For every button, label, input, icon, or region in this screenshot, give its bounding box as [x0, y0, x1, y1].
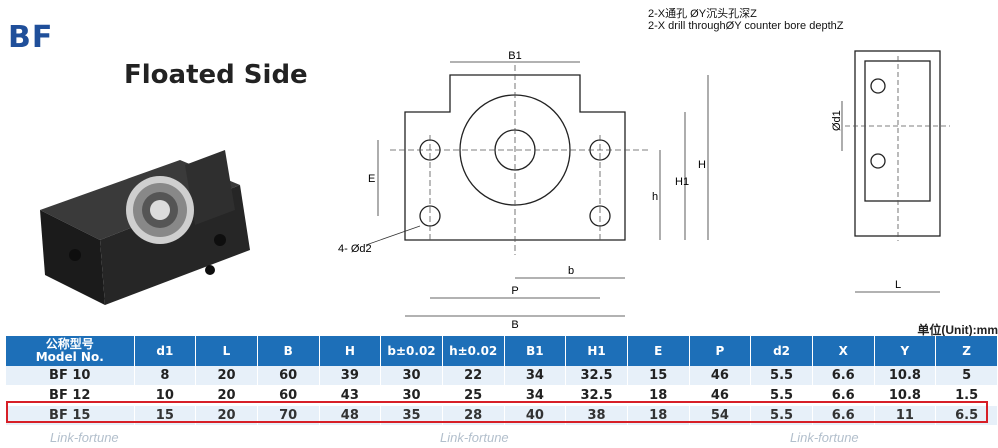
col-h-tol-header: h±0.02 [442, 336, 505, 366]
col-d1-header: d1 [134, 336, 197, 366]
note-line-en: 2-X drill throughØY counter bore depthZ [648, 20, 844, 32]
dim-d1: Ød1 [831, 110, 843, 131]
col-z-header: Z [935, 336, 998, 366]
cell: 54 [689, 405, 752, 426]
col-d2-header: d2 [750, 336, 813, 366]
col-h-header: H [319, 336, 382, 366]
cell: 40 [504, 405, 567, 426]
cell: 20 [195, 366, 258, 386]
cell: 32.5 [565, 366, 628, 386]
watermark: Link-fortune [790, 430, 859, 445]
dim-l: L [895, 279, 901, 291]
cell: 39 [319, 366, 382, 386]
cell: 34 [504, 366, 567, 386]
dim-h1: H1 [675, 176, 689, 188]
cell: BF 12 [6, 385, 135, 406]
cell: 60 [257, 366, 320, 386]
cell: 46 [689, 385, 752, 406]
front-view-drawing: B1 E h H1 H 4- Ød2 b P B [338, 50, 709, 330]
cell: 6.6 [812, 405, 875, 426]
cell: 10 [134, 385, 197, 406]
brand-title: BF [8, 20, 54, 55]
col-e-header: E [627, 336, 690, 366]
watermark: Link-fortune [50, 430, 119, 445]
cell: 11 [874, 405, 937, 426]
dim-e: E [368, 173, 375, 185]
unit-label: 单位(Unit):mm [917, 323, 998, 337]
cell: 48 [319, 405, 382, 426]
table-row: BF 15 15 20 70 48 35 28 40 38 18 54 5.5 … [6, 405, 998, 426]
cell: 60 [257, 385, 320, 406]
cell: 15 [627, 366, 690, 386]
dim-b-total: B [511, 319, 518, 330]
cell: 34 [504, 385, 567, 406]
cell: 18 [627, 405, 690, 426]
subtitle: Floated Side [124, 60, 308, 90]
cell: 32.5 [565, 385, 628, 406]
cell: 5.5 [750, 385, 813, 406]
cell: 1.5 [935, 385, 998, 406]
cell: 6.5 [935, 405, 998, 426]
cell: 5 [935, 366, 998, 386]
cell: 15 [134, 405, 197, 426]
table-header-row: 公称型号 Model No. d1 L B H b±0.02 h±0.02 B1… [6, 336, 998, 366]
cell: BF 10 [6, 366, 135, 386]
dim-b: b [568, 265, 574, 277]
col-p-header: P [689, 336, 752, 366]
cell: 30 [380, 385, 443, 406]
dim-h-total: H [698, 159, 706, 171]
col-y-header: Y [874, 336, 937, 366]
cell: 46 [689, 366, 752, 386]
cell: 20 [195, 405, 258, 426]
cell: 70 [257, 405, 320, 426]
dim-b1: B1 [508, 50, 521, 62]
cell: 8 [134, 366, 197, 386]
col-b1-header: B1 [504, 336, 567, 366]
col-b-header: B [257, 336, 320, 366]
table-row: BF 10 8 20 60 39 30 22 34 32.5 15 46 5.5… [6, 366, 998, 386]
cell: BF 15 [6, 405, 135, 426]
col-x-header: X [812, 336, 875, 366]
cell: 35 [380, 405, 443, 426]
dim-p: P [511, 285, 518, 297]
col-model-header: 公称型号 Model No. [6, 336, 135, 366]
cell: 38 [565, 405, 628, 426]
table-row-highlighted: BF 12 10 20 60 43 30 25 34 32.5 18 46 5.… [6, 385, 998, 406]
cell: 20 [195, 385, 258, 406]
cell: 6.6 [812, 366, 875, 386]
note-line-zh: 2-X通孔 ØY沉头孔深Z [648, 8, 757, 20]
cell: 18 [627, 385, 690, 406]
side-view-drawing: Ød1 L [831, 50, 950, 293]
col-l-header: L [195, 336, 258, 366]
spec-table: 公称型号 Model No. d1 L B H b±0.02 h±0.02 B1… [6, 336, 998, 426]
cell: 25 [442, 385, 505, 406]
dim-h-small: h [652, 191, 658, 203]
cell: 28 [442, 405, 505, 426]
cell: 5.5 [750, 405, 813, 426]
cell: 10.8 [874, 366, 937, 386]
dim-d2: 4- Ød2 [338, 243, 372, 255]
cell: 10.8 [874, 385, 937, 406]
product-photo [40, 150, 250, 305]
cell: 22 [442, 366, 505, 386]
cell: 6.6 [812, 385, 875, 406]
col-h1-header: H1 [565, 336, 628, 366]
col-b-tol-header: b±0.02 [380, 336, 443, 366]
cell: 43 [319, 385, 382, 406]
cell: 5.5 [750, 366, 813, 386]
cell: 30 [380, 366, 443, 386]
watermark: Link-fortune [440, 430, 509, 445]
counterbore-note: 2-X通孔 ØY沉头孔深Z 2-X drill throughØY counte… [648, 8, 843, 32]
